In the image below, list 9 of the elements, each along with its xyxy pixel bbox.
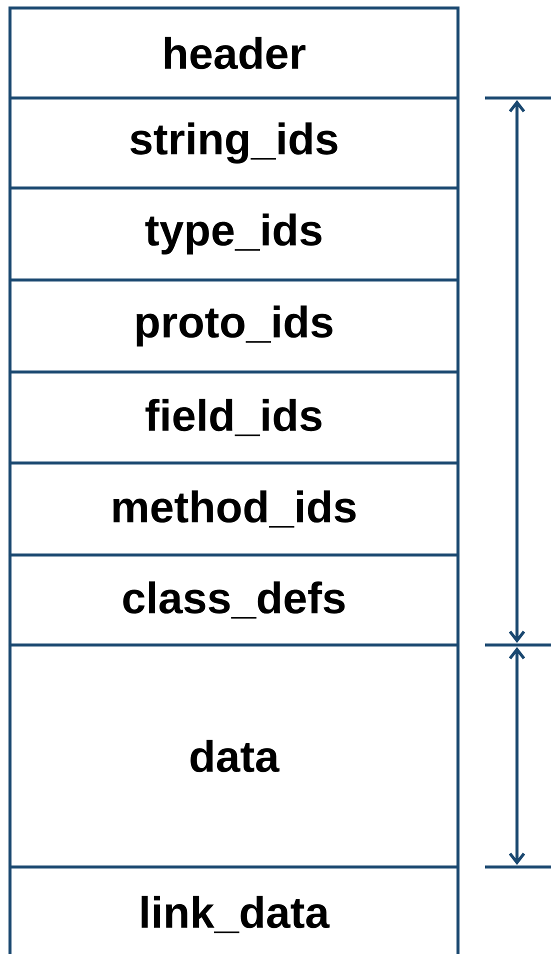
section-box: header [8, 6, 460, 100]
section-box: field_ids [8, 370, 460, 464]
section-box: method_ids [8, 462, 460, 556]
section-box: data [8, 644, 460, 868]
section-box: class_defs [8, 554, 460, 646]
section-box: type_ids [8, 186, 460, 282]
section-box: proto_ids [8, 278, 460, 374]
section-box: link_data [8, 866, 460, 954]
section-box: string_ids [8, 96, 460, 190]
